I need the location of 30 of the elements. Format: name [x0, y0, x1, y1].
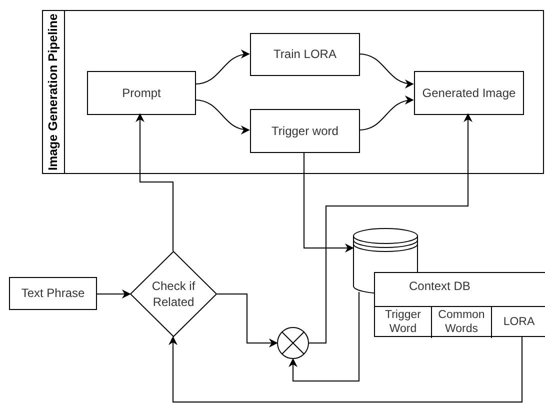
- decision-label: Check if Related: [150, 278, 196, 310]
- table-title: Context DB: [409, 279, 470, 293]
- arrow: [358, 54, 414, 88]
- pipeline-container: [42, 10, 544, 174]
- node-label: Trigger word: [272, 124, 338, 138]
- process-box: [9, 277, 97, 310]
- container-title: Image Generation Pipeline: [45, 12, 61, 172]
- arrow: [136, 113, 174, 252]
- table-cell: Common Words: [432, 306, 492, 338]
- process-box: [87, 71, 196, 115]
- arrow: [194, 50, 250, 84]
- arrow: [288, 292, 360, 382]
- arrow: [96, 290, 131, 298]
- merge-circle: [277, 327, 309, 359]
- node-label: Generated Image: [422, 86, 516, 100]
- arrow: [358, 96, 414, 130]
- arrow: [194, 100, 250, 134]
- table-cell: LORA: [492, 306, 545, 338]
- arrow: [308, 113, 472, 344]
- decision-diamond: [130, 251, 217, 337]
- process-box: [250, 33, 360, 76]
- table-cell: Trigger Word: [375, 306, 432, 338]
- node-label: Text Phrase: [21, 286, 85, 301]
- process-box: [414, 71, 524, 115]
- process-box: [250, 109, 360, 153]
- node-label: Train LORA: [274, 47, 336, 62]
- arrow: [168, 336, 522, 402]
- arrow: [216, 294, 278, 348]
- arrow: [304, 152, 354, 252]
- node-label: Prompt: [122, 86, 161, 100]
